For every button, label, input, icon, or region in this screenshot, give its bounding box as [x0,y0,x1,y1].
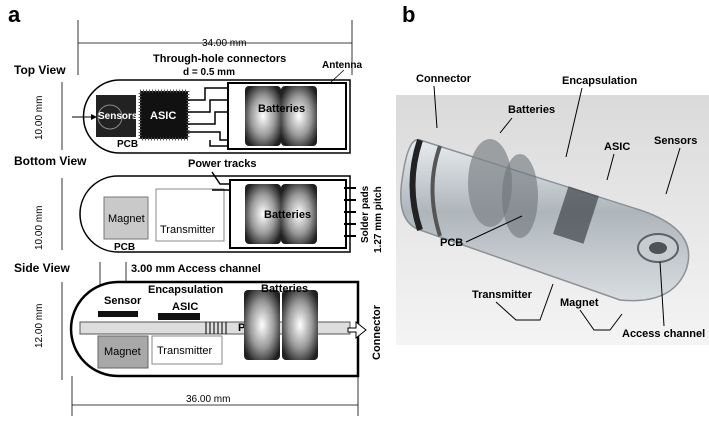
battery-cell [245,184,281,244]
battery-cell [245,86,281,146]
sensor-circle [97,104,123,130]
leader-line [665,147,681,195]
b-asic-label: ASIC [604,141,630,153]
batteries-label: Batteries [258,103,305,115]
pcb-label-bottom: PCB [114,242,135,253]
asic-block-side [158,313,200,320]
battery-cell [281,184,317,244]
b-access-channel-label: Access channel [622,328,705,340]
leader-line [565,87,583,158]
asic-label-side: ASIC [172,301,198,313]
solder-pitch-label: 1.27 mm pitch [373,186,384,253]
leader-line [433,85,438,129]
bottom-height: 10.00 mm [34,206,45,250]
panel-b-label: b [402,2,415,27]
battery-cell [244,290,280,360]
asic-label: ASIC [150,110,176,122]
dim-top-length: 34.00 mm [202,38,246,49]
leader-line [465,215,523,243]
transmitter-label-side: Transmitter [157,345,213,357]
magnet-block [103,196,149,240]
magnet-label-side: Magnet [104,346,141,358]
transmitter-label: Transmitter [160,224,216,236]
top-view-label: Top View [14,63,66,77]
transmitter-block [155,188,225,242]
through-holes [205,322,227,334]
antenna-label: Antenna [322,60,362,71]
b-encapsulation-label: Encapsulation [562,75,637,87]
connector-arrow [347,320,367,340]
b-connector-label: Connector [416,73,472,85]
asic-chip [138,89,190,141]
encapsulation-label: Encapsulation [148,284,223,296]
solder-pads [344,187,356,237]
battery-cell [282,290,318,360]
side-height: 12.00 mm [34,304,45,348]
magnet-label: Magnet [108,213,145,225]
batteries-label-bottom: Batteries [264,209,311,221]
capsule-photo [400,139,690,302]
leader-line [499,117,513,134]
b-batteries-label: Batteries [508,104,555,116]
leader-line [659,261,665,327]
b-transmitter-label: Transmitter [472,289,533,301]
sensor-label: Sensor [104,295,142,307]
leader-line [495,283,554,321]
b-pcb-label: PCB [440,237,463,249]
sensor-block [98,311,138,317]
top-height: 10.00 mm [34,96,45,140]
battery-cell [281,86,317,146]
b-magnet-label: Magnet [560,297,599,309]
batteries-label-side: Batteries [261,283,308,295]
b-sensors-label: Sensors [654,135,697,147]
traces [188,87,232,147]
panel-a-label: a [8,2,21,27]
leader-line [606,153,615,181]
leader-line [579,309,623,331]
pcb-label: PCB [117,139,138,150]
sensors-block [96,95,136,137]
power-tracks-label: Power tracks [188,158,256,170]
bottom-view-label: Bottom View [14,154,87,168]
through-hole-d: d = 0.5 mm [183,67,235,78]
leader-line [329,69,345,84]
access-channel-label: 3.00 mm Access channel [131,263,261,275]
sensors-label: Sensors [98,111,138,122]
magnet-block-side [97,335,149,369]
side-view-label: Side View [14,261,70,275]
connector-label-side: Connector [371,304,383,360]
transmitter-block-side [151,335,223,365]
solder-pads-label: Solder pads [360,185,371,243]
through-hole-label: Through-hole connectors [153,53,286,65]
dim-bottom-length: 36.00 mm [186,394,230,405]
